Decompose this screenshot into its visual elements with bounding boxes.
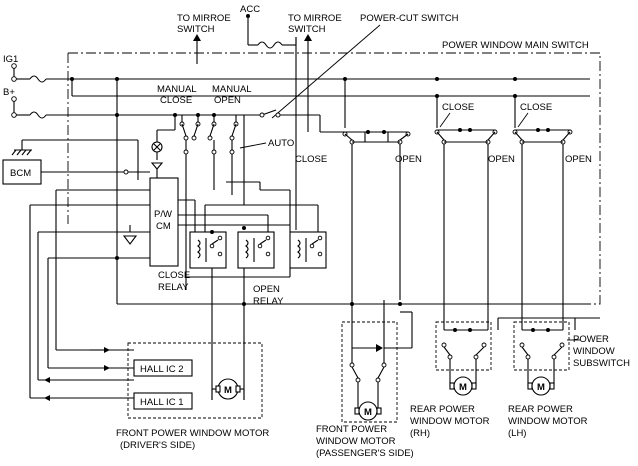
front-passenger-label-line3: (PASSENGER'S SIDE) bbox=[316, 448, 414, 459]
open-relay-box bbox=[237, 231, 275, 269]
bplus-bus bbox=[11, 96, 180, 119]
illumination-lamp-icon bbox=[150, 115, 176, 178]
to-mirror-switch-arrow-2 bbox=[304, 34, 312, 47]
main-switch-boundary bbox=[67, 52, 601, 305]
acc-label: ACC bbox=[240, 4, 260, 15]
pw-cm-label-line2: CM bbox=[156, 221, 171, 232]
to-mirror-switch-label-2-line2: SWITCH bbox=[288, 24, 326, 35]
to-mirror-switch-arrow-1 bbox=[193, 34, 201, 64]
open-relay-label-line1: OPEN bbox=[253, 284, 280, 295]
subswitch-label-line3: SUBSWITCH bbox=[573, 358, 630, 369]
subswitch-label-line2: WINDOW bbox=[573, 346, 615, 357]
open-label-1: OPEN bbox=[395, 154, 422, 165]
rear-lh-label-line3: (LH) bbox=[508, 428, 526, 439]
to-mirror-switch-label-2-line1: TO MIRROE bbox=[288, 13, 342, 24]
close-relay-internals bbox=[197, 230, 223, 262]
ig1-label: IG1 bbox=[3, 54, 18, 65]
open-label-3: OPEN bbox=[565, 154, 592, 165]
rear-rh-label-line3: (RH) bbox=[410, 428, 430, 439]
passenger-motor-icon bbox=[354, 401, 382, 421]
rear-rh-subswitch-contacts bbox=[441, 300, 489, 386]
rear-rh-subswitch-boundary bbox=[435, 321, 492, 371]
auto-label: AUTO bbox=[268, 138, 294, 149]
bcm-label: BCM bbox=[10, 168, 31, 179]
rear-lh-label-line2: WINDOW MOTOR bbox=[508, 416, 588, 427]
manual-open-label-line2: OPEN bbox=[214, 95, 241, 106]
power-cut-switch-leader bbox=[271, 24, 381, 119]
front-passenger-label-line1: FRONT POWER bbox=[316, 424, 387, 435]
auto-relay-internals bbox=[297, 235, 323, 262]
close-label-2: CLOSE bbox=[442, 102, 474, 113]
rear-lh-motor-m-label: M bbox=[537, 382, 545, 393]
close-relay-label-line1: CLOSE bbox=[158, 270, 190, 281]
driver-motor-m-label: M bbox=[224, 385, 232, 396]
rear-lh-motor-icon bbox=[527, 376, 555, 396]
power-cut-switch-label: POWER-CUT SWITCH bbox=[360, 13, 459, 24]
close-label-1: CLOSE bbox=[295, 154, 327, 165]
main-switch-label: POWER WINDOW MAIN SWITCH bbox=[442, 40, 589, 51]
pw-cm-left-wiring bbox=[29, 189, 150, 398]
close-label-3: CLOSE bbox=[520, 102, 552, 113]
rear-rh-label-line2: WINDOW MOTOR bbox=[410, 416, 490, 427]
front-driver-label-line2: (DRIVER'S SIDE) bbox=[120, 440, 195, 451]
bplus-label: B+ bbox=[3, 87, 15, 98]
passenger-motor-boundary bbox=[341, 321, 398, 423]
driver-switch-contacts bbox=[173, 113, 245, 290]
manual-close-label-line1: MANUAL bbox=[157, 84, 197, 95]
ground-symbol bbox=[11, 139, 139, 180]
power-cut-switch-blade bbox=[261, 109, 277, 116]
hall-ic-2-label: HALL IC 2 bbox=[140, 364, 183, 375]
rear-lh-label-line1: REAR POWER bbox=[508, 404, 573, 415]
subswitch-label-line1: POWER bbox=[573, 334, 609, 345]
hall-ic-1-label: HALL IC 1 bbox=[140, 397, 183, 408]
ig1-bus bbox=[11, 63, 590, 96]
manual-open-label-line1: MANUAL bbox=[212, 84, 252, 95]
pw-cm-label-line1: P/W bbox=[154, 209, 172, 220]
rear-rh-motor-m-label: M bbox=[459, 382, 467, 393]
open-relay-internals bbox=[242, 226, 271, 262]
rear-lh-subswitch-boundary bbox=[513, 321, 570, 371]
rear-lh-main-switch-contacts bbox=[512, 96, 573, 300]
to-mirror-switch-label-1-line2: SWITCH bbox=[177, 24, 215, 35]
rear-rh-main-switch-contacts bbox=[434, 96, 498, 300]
open-label-2: OPEN bbox=[488, 154, 515, 165]
bcm-box bbox=[2, 159, 42, 185]
pw-cm-box bbox=[149, 177, 179, 267]
open-relay-label-line2: RELAY bbox=[253, 296, 284, 307]
driver-motor-icon bbox=[211, 378, 245, 400]
rear-lh-subswitch-contacts bbox=[519, 300, 565, 386]
hall-ic-1-box bbox=[133, 392, 193, 410]
close-relay-label-line2: RELAY bbox=[158, 282, 189, 293]
passenger-switch-contacts bbox=[349, 300, 413, 410]
rear-rh-motor-icon bbox=[449, 376, 477, 396]
passenger-main-switch-contacts bbox=[342, 79, 411, 300]
front-driver-label-line1: FRONT POWER WINDOW MOTOR bbox=[116, 428, 269, 439]
to-mirror-switch-label-1-line1: TO MIRROE bbox=[177, 13, 231, 24]
relay-block bbox=[178, 181, 319, 232]
manual-close-label-line2: CLOSE bbox=[160, 95, 192, 106]
rear-rh-label-line1: REAR POWER bbox=[410, 404, 475, 415]
front-passenger-label-line2: WINDOW MOTOR bbox=[316, 436, 396, 447]
passenger-motor-m-label: M bbox=[364, 407, 372, 418]
hall-ic-signal-lines bbox=[30, 347, 134, 401]
